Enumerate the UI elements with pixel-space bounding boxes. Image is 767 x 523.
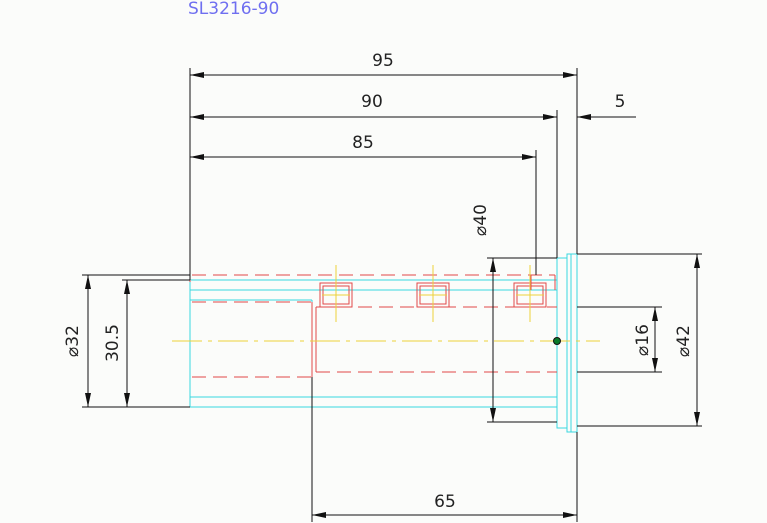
dimension-lines: 95 90 85 5 ⌀40 ⌀32 30.5 [63,51,702,522]
part-outline [189,253,578,433]
arrow-32-top [85,275,91,289]
dim-text-32: ⌀32 [63,325,83,357]
dim-text-5: 5 [615,92,626,112]
arrow-32-bottom [85,393,91,407]
arrow-40-bottom [490,408,496,422]
center-lines [172,265,600,342]
arrow-85-left [190,154,204,160]
arrow-30-5-bottom [124,393,130,407]
dim-text-16: ⌀16 [633,324,653,356]
arrow-42-top [694,254,700,268]
arrow-90-left [190,114,204,120]
arrow-16-bottom [652,358,658,372]
dim-text-42: ⌀42 [674,325,694,357]
dim-text-85: 85 [352,133,374,153]
dim-text-95: 95 [372,51,394,71]
arrow-65-right [563,512,577,518]
arrow-85-right [522,154,536,160]
arrow-5 [577,114,591,120]
arrow-42-bottom [694,412,700,426]
arrow-30-5-top [124,280,130,294]
arrow-65-left [312,512,326,518]
arrow-16-top [652,307,658,321]
arrow-95-right [563,72,577,78]
flange-outer [566,253,578,433]
dim-text-90: 90 [361,92,383,112]
center-point-marker [553,337,561,345]
dim-text-30-5: 30.5 [103,324,123,362]
arrow-90-right [543,114,557,120]
arrow-95-left [190,72,204,78]
dim-text-40: ⌀40 [471,204,491,236]
main-shaft-body [189,279,558,408]
dim-text-65: 65 [434,492,456,512]
drawing-title: SL3216-90 [188,0,279,19]
arrow-40-top [490,258,496,272]
